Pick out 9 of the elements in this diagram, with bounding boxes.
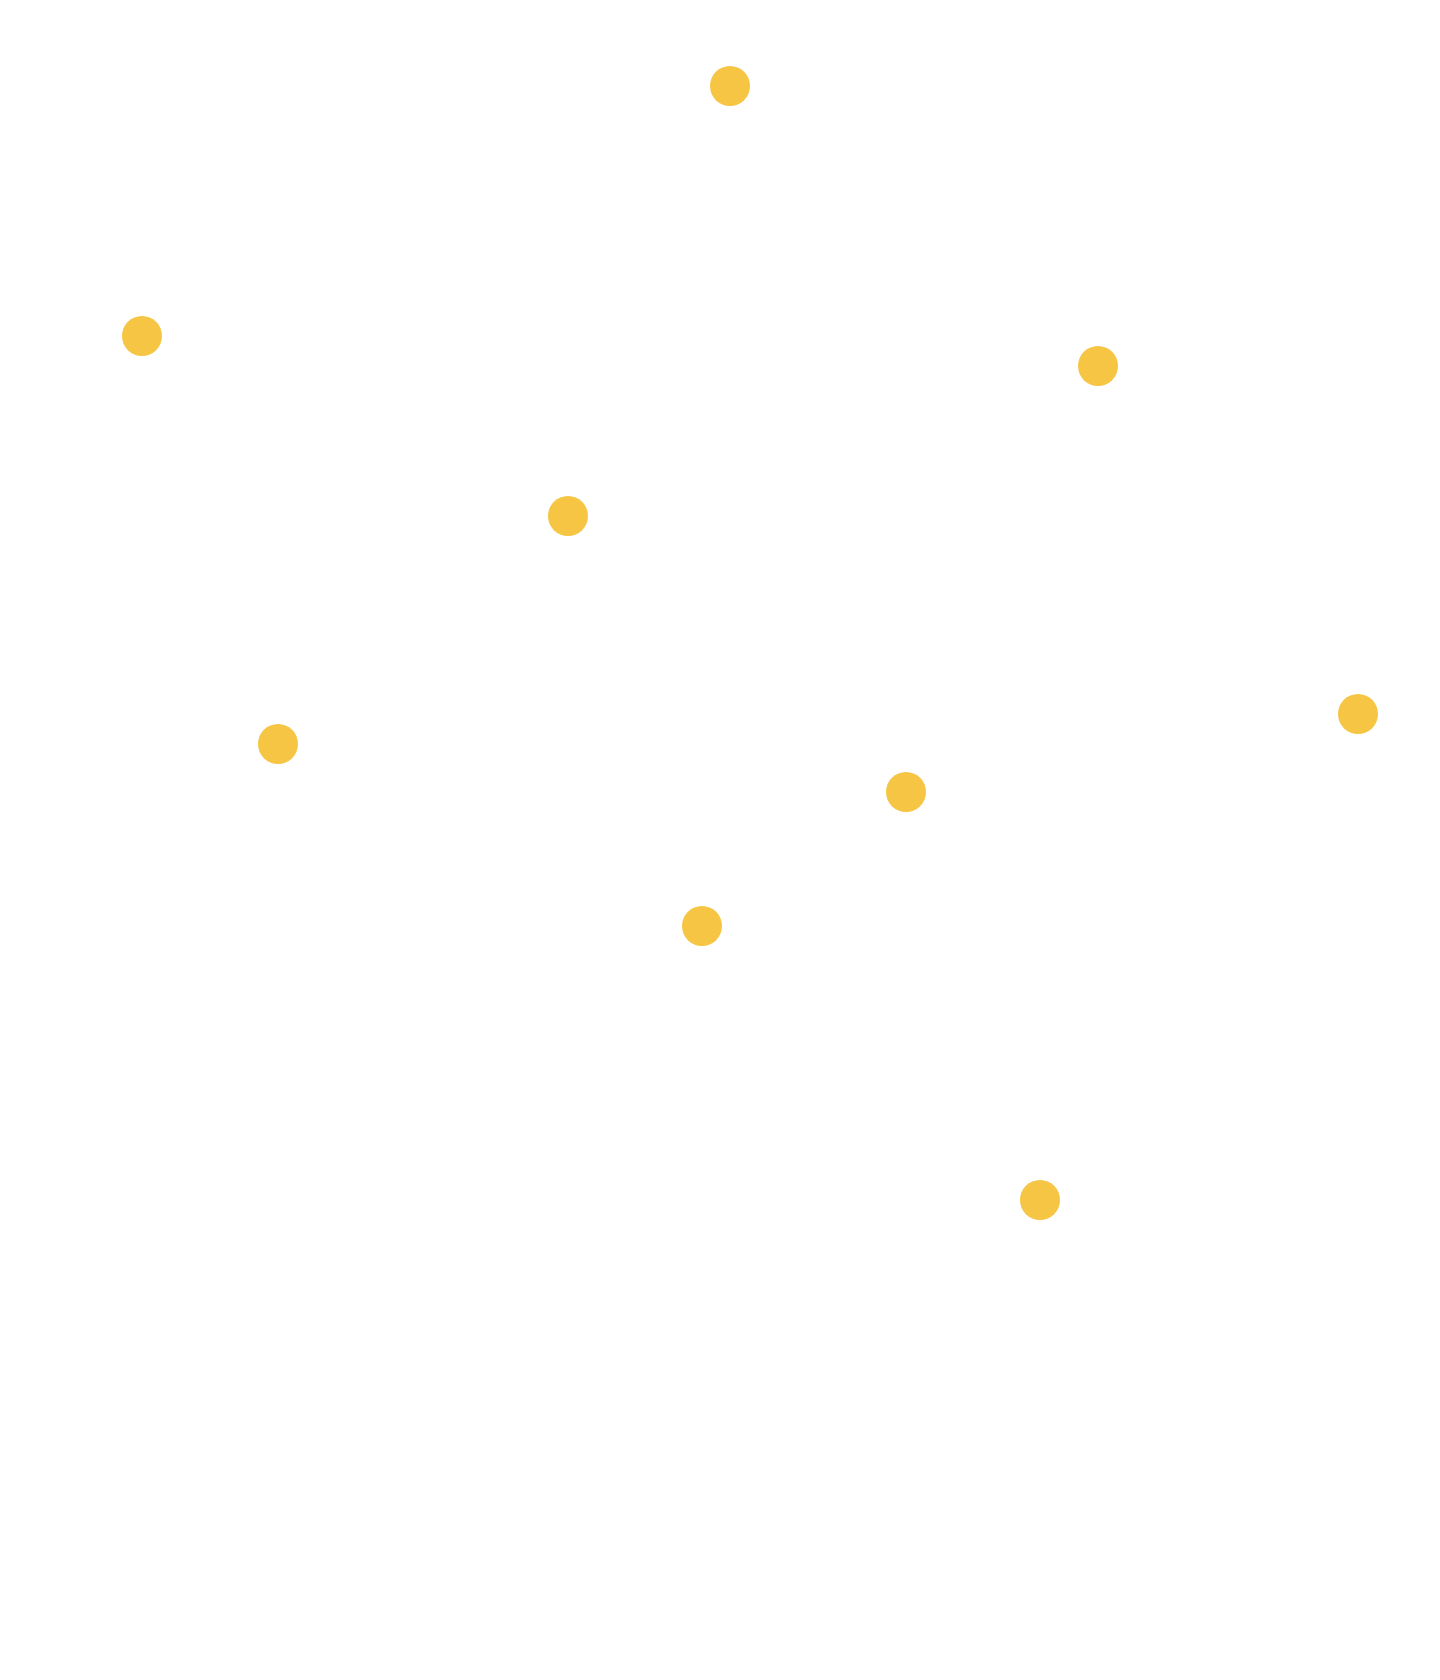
dot <box>682 906 722 946</box>
dot <box>122 316 162 356</box>
dot <box>258 724 298 764</box>
dot <box>1078 346 1118 386</box>
dot <box>1338 694 1378 734</box>
dot <box>548 496 588 536</box>
dot <box>886 772 926 812</box>
dot <box>1020 1180 1060 1220</box>
dot <box>710 66 750 106</box>
